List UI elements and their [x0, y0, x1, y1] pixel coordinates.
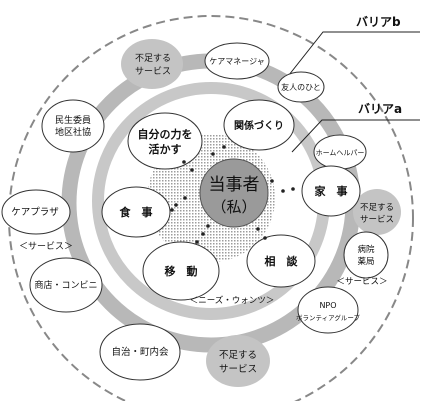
- needs-label: ＜ニーズ・ウォンツ＞: [190, 295, 275, 306]
- barrier-a-pointer: [291, 119, 420, 153]
- mobility-label: 移 動: [165, 264, 198, 278]
- consultation-label: 相 談: [265, 254, 299, 268]
- barrier-a-label: バリアa: [358, 102, 402, 116]
- barrier-b-pointer: [284, 31, 420, 81]
- care-plaza-label: ケアプラザ: [11, 207, 59, 218]
- node-care-plaza: [1, 189, 71, 235]
- services-left-label: ＜サービス＞: [19, 241, 73, 252]
- node-mobility: [142, 241, 220, 301]
- minsei-line1: 民生委員: [55, 114, 91, 126]
- npo-line2: ボランティアグループ: [296, 313, 360, 322]
- services-right-label: ＜サービス＞: [336, 277, 387, 287]
- shortage-right-blob: [353, 189, 401, 235]
- jichikai-label: 自治・町内会: [111, 346, 169, 358]
- shortage-bottom-blob: [206, 335, 270, 387]
- node-meal: [101, 186, 171, 238]
- meal-label: 食 事: [120, 205, 153, 219]
- center-line2: （私）: [211, 198, 256, 216]
- node-consultation: [246, 234, 316, 288]
- node-minsei: [41, 99, 105, 153]
- node-shop: [29, 257, 103, 313]
- friends-label: 友人のひと: [281, 82, 321, 92]
- node-relationships: [223, 99, 295, 151]
- helper-label: ホームヘルパー: [316, 149, 365, 157]
- housework-label: 家 事: [315, 184, 348, 198]
- npo-line1: NPO: [319, 301, 336, 310]
- shortage-top-line2: サービス: [135, 66, 171, 77]
- node-care-manager: [204, 42, 270, 80]
- node-npo: [297, 286, 359, 334]
- node-hospital: [343, 231, 389, 279]
- shortage-bottom-line1: 不足する: [219, 350, 257, 361]
- hospital-line1: 病院: [357, 244, 375, 255]
- self-power-line2: 活かす: [149, 142, 182, 156]
- hospital-line2: 薬局: [357, 256, 374, 267]
- shortage-right-line2: サービス: [360, 215, 394, 225]
- barrier-b-label: バリアb: [356, 15, 401, 29]
- shortage-top-line1: 不足する: [135, 53, 171, 64]
- minsei-line2: 地区社協: [55, 126, 91, 138]
- center-person: [199, 158, 269, 228]
- shop-label: 商店・コンビニ: [34, 279, 97, 291]
- shortage-top-blob: [121, 39, 183, 89]
- center-line1: 当事者: [209, 175, 260, 195]
- shortage-right-line1: 不足する: [360, 203, 394, 213]
- node-friends: [277, 71, 325, 103]
- node-housework: [301, 165, 361, 217]
- relationships-label: 関係づくり: [234, 119, 284, 132]
- care-manager-label: ケアマネージャ: [209, 57, 264, 66]
- node-self-power: [127, 112, 203, 170]
- node-jichikai: [99, 323, 181, 381]
- shortage-bottom-line2: サービス: [219, 364, 257, 375]
- self-power-line1: 自分の力を: [138, 127, 193, 141]
